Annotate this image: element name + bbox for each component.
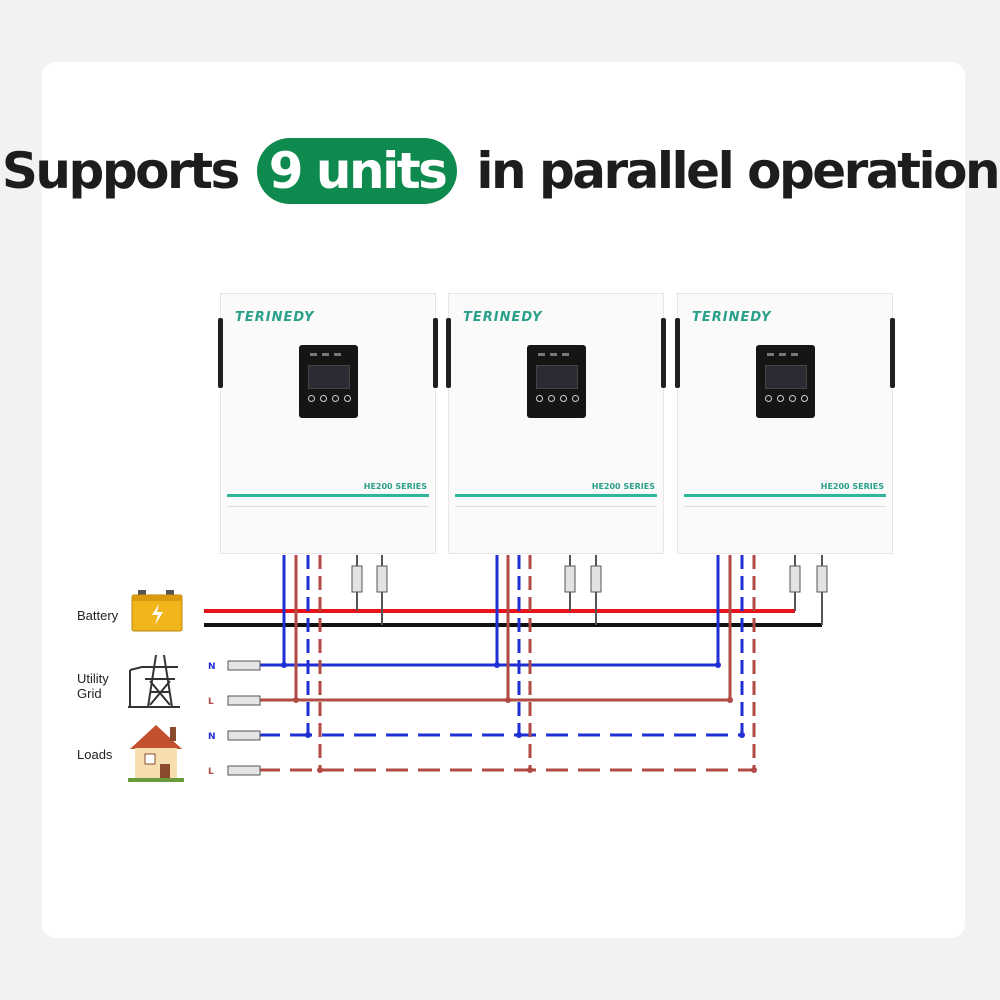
divider-line [455, 506, 657, 507]
brand-logo: TERINEDY [463, 310, 543, 325]
control-panel [527, 345, 586, 418]
series-label: HE200 SERIES [363, 482, 427, 491]
lcd-screen [536, 365, 578, 389]
inverter-side-handle [218, 318, 223, 388]
control-panel [756, 345, 815, 418]
series-label: HE200 SERIES [591, 482, 655, 491]
load-n-label: N [208, 732, 216, 742]
accent-stripe [684, 494, 886, 497]
unit-2-drops [494, 555, 602, 773]
battery-icon [131, 590, 183, 632]
status-leds [310, 353, 350, 357]
lcd-screen [308, 365, 350, 389]
inverter-unit-3: TERINEDY HE200 SERIES [675, 293, 895, 554]
inverter-side-handle [433, 318, 438, 388]
unit-1-drops [281, 555, 388, 773]
headline-highlight-pill: 9 units [256, 138, 458, 204]
panel-buttons [308, 395, 351, 402]
power-tower-icon [128, 654, 180, 708]
grid-n-label: N [208, 662, 216, 672]
panel-buttons [536, 395, 579, 402]
inverter-side-handle [661, 318, 666, 388]
divider-line [684, 506, 886, 507]
load-l-label: L [208, 767, 214, 777]
divider-line [227, 506, 429, 507]
house-icon [128, 725, 184, 782]
accent-stripe [455, 494, 657, 497]
unit-3-drops [715, 555, 828, 773]
control-panel [299, 345, 358, 418]
series-label: HE200 SERIES [820, 482, 884, 491]
headline-suffix: in parallel operation [476, 142, 1000, 200]
inverter-side-handle [446, 318, 451, 388]
inverter-unit-1: TERINEDY HE200 SERIES [218, 293, 438, 554]
inverter-unit-2: TERINEDY HE200 SERIES [446, 293, 666, 554]
inverter-side-handle [890, 318, 895, 388]
loads-label: Loads [77, 747, 113, 762]
grid-l-label: L [208, 697, 214, 707]
lcd-screen [765, 365, 807, 389]
utility-grid-label-line2: Grid [77, 686, 102, 701]
panel-buttons [765, 395, 808, 402]
status-leds [538, 353, 578, 357]
status-leds [767, 353, 807, 357]
battery-label: Battery [77, 608, 119, 623]
accent-stripe [227, 494, 429, 497]
brand-logo: TERINEDY [235, 310, 315, 325]
headline-prefix: Supports [1, 142, 240, 200]
inverter-side-handle [675, 318, 680, 388]
utility-grid-label-line1: Utility [77, 671, 109, 686]
headline: Supports 9 units in parallel operation [0, 138, 1000, 204]
brand-logo: TERINEDY [692, 310, 772, 325]
terminal-connectors [227, 660, 261, 776]
